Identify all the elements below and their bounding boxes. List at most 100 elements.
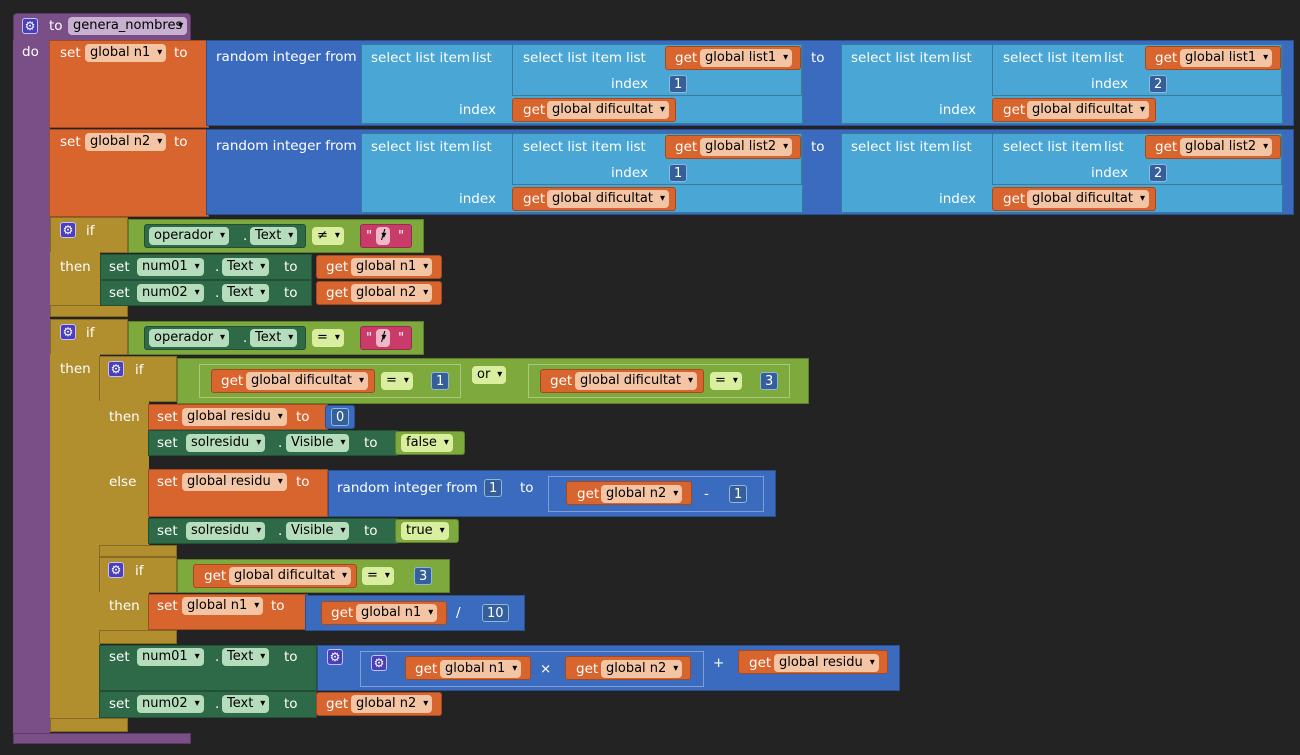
var-dropdown-global-n2[interactable]: global n2 xyxy=(351,695,433,713)
set-num01-text-block[interactable] xyxy=(100,254,312,280)
boolean-dropdown-true[interactable]: true xyxy=(401,522,449,540)
operator-dropdown-eq[interactable]: = xyxy=(381,372,413,390)
set-num01-text-block[interactable] xyxy=(99,645,317,691)
procedure-gear-icon[interactable]: ⚙ xyxy=(22,18,38,34)
get-label: get xyxy=(326,696,349,712)
dot-label: . xyxy=(243,330,248,346)
math-plus-gear-icon[interactable]: ⚙ xyxy=(327,649,343,665)
number-3[interactable]: 3 xyxy=(414,567,433,585)
text-value-slash[interactable]: / xyxy=(376,227,391,245)
list-label: list xyxy=(952,139,972,155)
component-dropdown-solresidu[interactable]: solresidu xyxy=(186,522,266,540)
var-dropdown-global-n1[interactable]: global n1 xyxy=(356,604,438,622)
math-times-gear-icon[interactable]: ⚙ xyxy=(371,655,387,671)
var-dropdown-global-n2[interactable]: global n2 xyxy=(601,660,683,678)
component-dropdown-num01[interactable]: num01 xyxy=(137,258,204,276)
var-dropdown-global-residu[interactable]: global residu xyxy=(182,408,287,426)
var-dropdown-global-list1[interactable]: global list1 xyxy=(700,49,793,67)
set-label: set xyxy=(157,523,178,539)
property-dropdown-text[interactable]: Text xyxy=(222,648,270,666)
to-label: to xyxy=(811,139,825,155)
var-dropdown-global-n1[interactable]: global n1 xyxy=(440,660,522,678)
var-dropdown-global-dificultat[interactable]: global dificultat xyxy=(547,190,669,208)
operator-divide: / xyxy=(456,605,461,621)
property-dropdown-text[interactable]: Text xyxy=(250,329,298,347)
if-block-4-bottom xyxy=(99,630,177,644)
set-label: set xyxy=(109,285,130,301)
property-dropdown-text[interactable]: Text xyxy=(222,695,270,713)
then-label: then xyxy=(60,361,91,377)
operator-plus: + xyxy=(713,655,725,671)
property-dropdown-text[interactable]: Text xyxy=(222,258,270,276)
list-label: list xyxy=(472,50,492,66)
get-label: get xyxy=(326,285,349,301)
set-label: set xyxy=(109,259,130,275)
text-value-slash[interactable]: / xyxy=(376,329,391,347)
var-dropdown-global-n1[interactable]: global n1 xyxy=(351,258,433,276)
if-gear-icon[interactable]: ⚙ xyxy=(60,324,76,340)
list-label: list xyxy=(952,50,972,66)
var-dropdown-global-n1[interactable]: global n1 xyxy=(182,597,264,615)
var-dropdown-global-list2[interactable]: global list2 xyxy=(700,138,793,156)
component-dropdown-operador[interactable]: operador xyxy=(149,227,230,245)
number-3[interactable]: 3 xyxy=(760,372,779,390)
to-label: to xyxy=(284,285,298,301)
var-dropdown-global-n2[interactable]: global n2 xyxy=(85,133,167,151)
var-dropdown-global-dificultat[interactable]: global dificultat xyxy=(246,372,368,390)
var-dropdown-global-n2[interactable]: global n2 xyxy=(351,284,433,302)
boolean-dropdown-false[interactable]: false xyxy=(401,434,453,452)
dot-label: . xyxy=(215,696,220,712)
number-1[interactable]: 1 xyxy=(431,372,450,390)
var-dropdown-global-dificultat[interactable]: global dificultat xyxy=(229,567,351,585)
procedure-to-label: to xyxy=(49,18,63,34)
operator-dropdown-eq[interactable]: = xyxy=(710,372,742,390)
set-num02-text-block[interactable] xyxy=(100,280,312,306)
to-label: to xyxy=(520,480,534,496)
operator-dropdown-eq[interactable]: = xyxy=(362,567,394,585)
component-dropdown-operador[interactable]: operador xyxy=(149,329,230,347)
number-2[interactable]: 2 xyxy=(1149,164,1168,182)
number-1[interactable]: 1 xyxy=(669,164,688,182)
operator-dropdown-or[interactable]: or xyxy=(472,366,507,384)
index-label: index xyxy=(611,76,648,92)
operator-dropdown-eq[interactable]: = xyxy=(312,329,344,347)
procedure-name-field[interactable]: genera_nombres xyxy=(68,17,188,35)
get-label: get xyxy=(1155,139,1178,155)
operator-dropdown-neq[interactable]: ≠ xyxy=(312,227,344,245)
component-dropdown-num02[interactable]: num02 xyxy=(137,284,204,302)
number-1[interactable]: 1 xyxy=(669,75,688,93)
if-gear-icon[interactable]: ⚙ xyxy=(108,361,124,377)
to-label: to xyxy=(364,435,378,451)
var-dropdown-global-n1[interactable]: global n1 xyxy=(85,44,167,62)
dot-label: . xyxy=(278,523,283,539)
var-dropdown-global-dificultat[interactable]: global dificultat xyxy=(547,101,669,119)
var-dropdown-global-dificultat[interactable]: global dificultat xyxy=(575,372,697,390)
get-label: get xyxy=(576,661,599,677)
if-block-2-bottom xyxy=(50,718,128,732)
var-dropdown-global-list1[interactable]: global list1 xyxy=(1180,49,1273,67)
var-dropdown-global-dificultat[interactable]: global dificultat xyxy=(1027,190,1149,208)
property-dropdown-text[interactable]: Text xyxy=(222,284,270,302)
var-dropdown-global-residu[interactable]: global residu xyxy=(182,473,287,491)
component-dropdown-num02[interactable]: num02 xyxy=(137,695,204,713)
number-0[interactable]: 0 xyxy=(331,408,350,426)
var-dropdown-global-n2[interactable]: global n2 xyxy=(601,485,683,503)
property-dropdown-visible[interactable]: Visible xyxy=(286,434,350,452)
var-dropdown-global-list2[interactable]: global list2 xyxy=(1180,138,1273,156)
number-10[interactable]: 10 xyxy=(482,604,509,622)
to-label: to xyxy=(174,134,188,150)
if-label: if xyxy=(135,563,144,579)
if-gear-icon[interactable]: ⚙ xyxy=(60,222,76,238)
var-dropdown-global-residu[interactable]: global residu xyxy=(774,654,879,672)
number-1[interactable]: 1 xyxy=(484,479,503,497)
component-dropdown-solresidu[interactable]: solresidu xyxy=(186,434,266,452)
var-dropdown-global-dificultat[interactable]: global dificultat xyxy=(1027,101,1149,119)
number-1[interactable]: 1 xyxy=(729,485,748,503)
else-label: else xyxy=(109,474,137,490)
component-dropdown-num01[interactable]: num01 xyxy=(137,648,204,666)
number-2[interactable]: 2 xyxy=(1149,75,1168,93)
property-dropdown-text[interactable]: Text xyxy=(250,227,298,245)
if-gear-icon[interactable]: ⚙ xyxy=(108,562,124,578)
property-dropdown-visible[interactable]: Visible xyxy=(286,522,350,540)
to-label: to xyxy=(284,259,298,275)
